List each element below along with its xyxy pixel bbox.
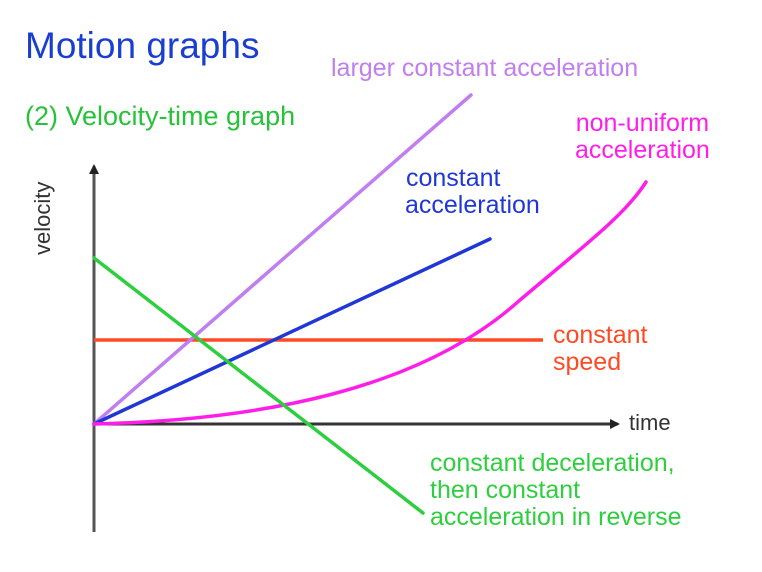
constant-acceleration-label-line1: constant: [406, 164, 501, 192]
y-axis-label: velocity: [30, 181, 55, 255]
non-uniform-acceleration-curve: [92, 180, 648, 426]
deceleration-label-line3: acceleration in reverse: [430, 503, 682, 531]
page-title: Motion graphs: [25, 25, 260, 66]
constant-speed-label-line2: speed: [553, 348, 622, 376]
constant-speed-label: constant speed: [553, 322, 648, 376]
constant-acceleration-label: constant acceleration: [405, 165, 540, 219]
larger-constant-acceleration-line: [92, 93, 473, 426]
non-uniform-label-line1: non-uniform: [575, 109, 710, 137]
non-uniform-acceleration-label: non-uniform acceleration: [575, 110, 710, 164]
non-uniform-label-line2: acceleration: [575, 136, 710, 164]
graph-subtitle: (2) Velocity-time graph: [25, 101, 296, 131]
constant-acceleration-line: [92, 237, 492, 426]
constant-speed-label-line1: constant: [553, 321, 648, 349]
x-axis-label: time: [629, 410, 671, 435]
larger-constant-acceleration-label: larger constant acceleration: [331, 54, 639, 82]
deceleration-label-line2: then constant: [430, 476, 581, 504]
constant-acceleration-label-line2: acceleration: [405, 191, 540, 219]
deceleration-label-line1: constant deceleration,: [430, 449, 675, 477]
deceleration-label: constant deceleration, then constant acc…: [430, 450, 682, 531]
deceleration-line: [92, 256, 425, 515]
